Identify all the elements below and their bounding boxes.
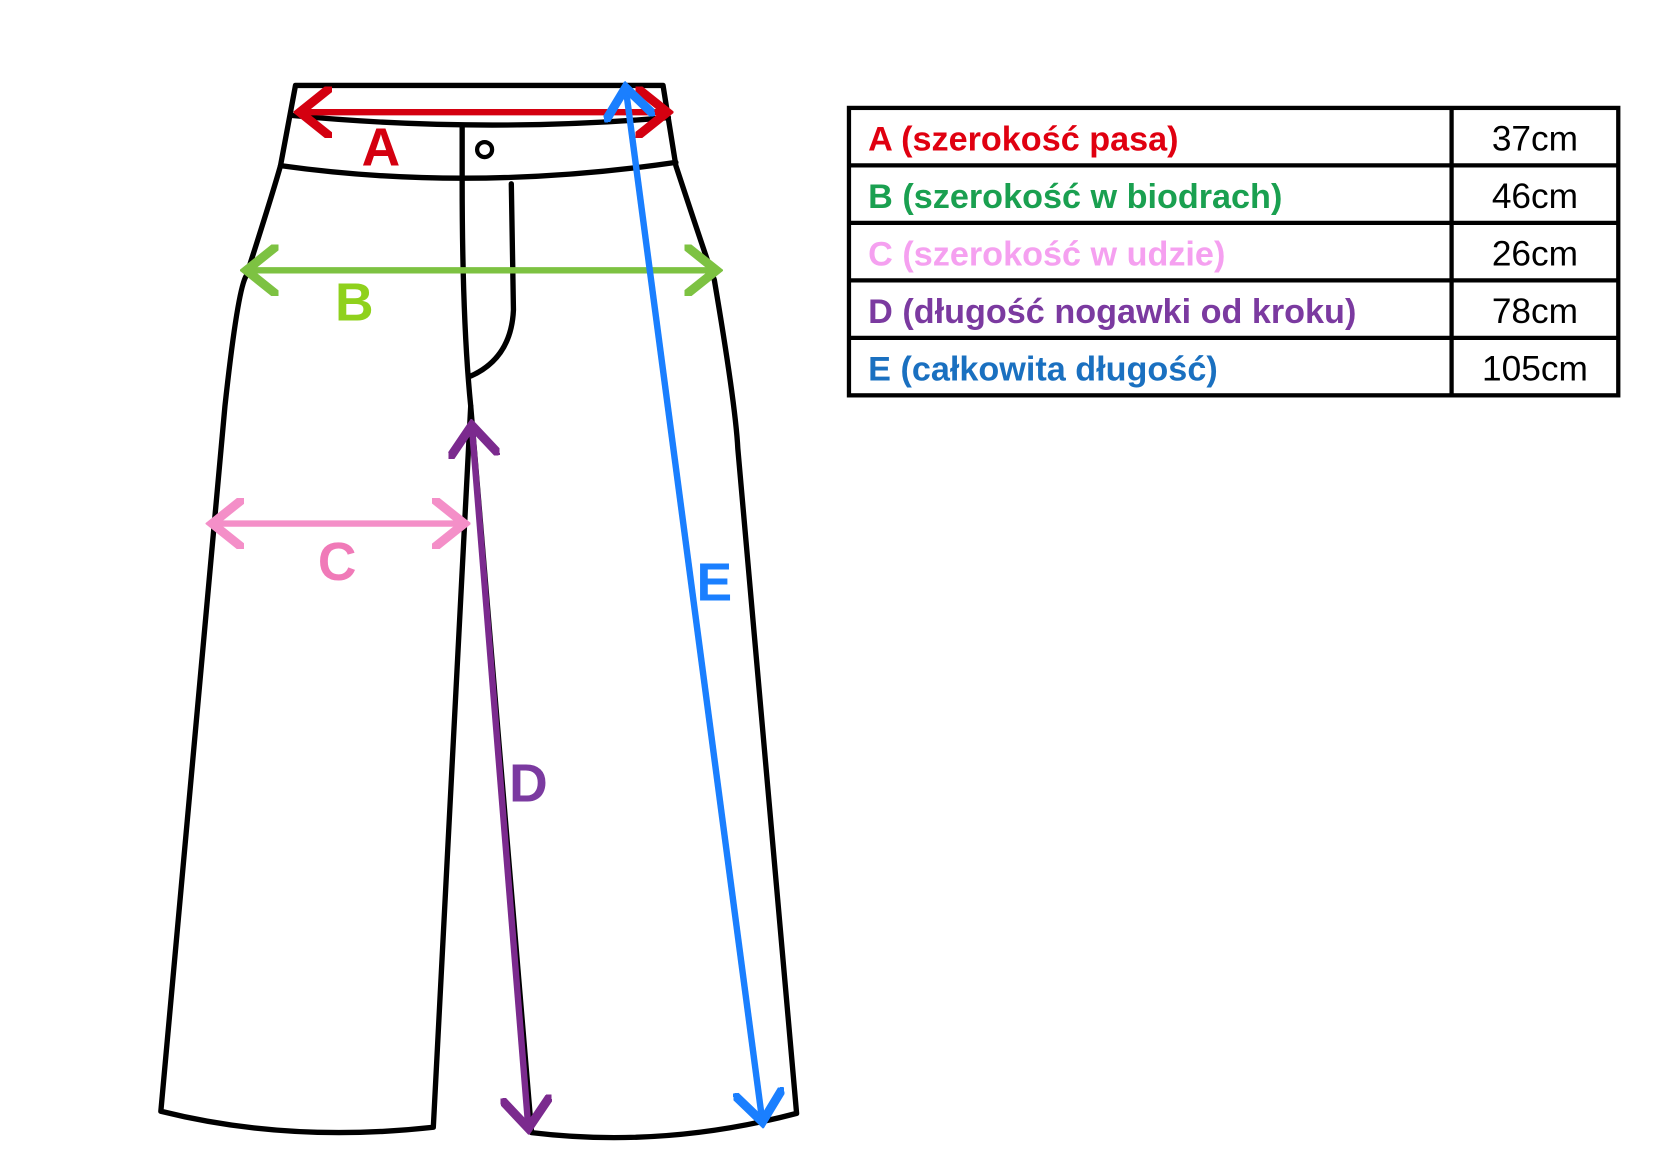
table-row-value: 105cm bbox=[1482, 350, 1588, 389]
arrow-d bbox=[472, 425, 529, 1128]
table-row-key: A (szerokość pasa) bbox=[868, 121, 1178, 159]
size-table: A (szerokość pasa) 37cm B (szerokość w bio… bbox=[846, 105, 1621, 398]
button-icon bbox=[474, 139, 495, 160]
fly-center bbox=[459, 123, 474, 409]
label-e: E bbox=[697, 553, 733, 612]
table-row-key: B (szerokość w biodrach) bbox=[868, 178, 1282, 216]
waistband-bottom bbox=[277, 159, 679, 181]
table-row-value: 37cm bbox=[1492, 120, 1578, 159]
label-a: A bbox=[362, 119, 401, 178]
waistband-line bbox=[288, 112, 672, 128]
table-row-value: 46cm bbox=[1492, 177, 1578, 216]
table-row-key: C (szerokość w udzie) bbox=[868, 236, 1225, 274]
label-b: B bbox=[335, 274, 374, 333]
table-row-value: 78cm bbox=[1492, 292, 1578, 331]
label-d: D bbox=[509, 754, 548, 813]
arrow-e bbox=[626, 88, 763, 1122]
label-c: C bbox=[318, 533, 357, 592]
table-row-value: 26cm bbox=[1492, 235, 1578, 274]
table-border bbox=[846, 105, 1621, 398]
measurement-arrows: A B C D E bbox=[212, 88, 762, 1129]
fly-stitch bbox=[468, 181, 517, 379]
table-row-key: D (długość nogawki od kroku) bbox=[868, 293, 1356, 331]
table-row-key: E (całkowita długość) bbox=[868, 351, 1218, 389]
